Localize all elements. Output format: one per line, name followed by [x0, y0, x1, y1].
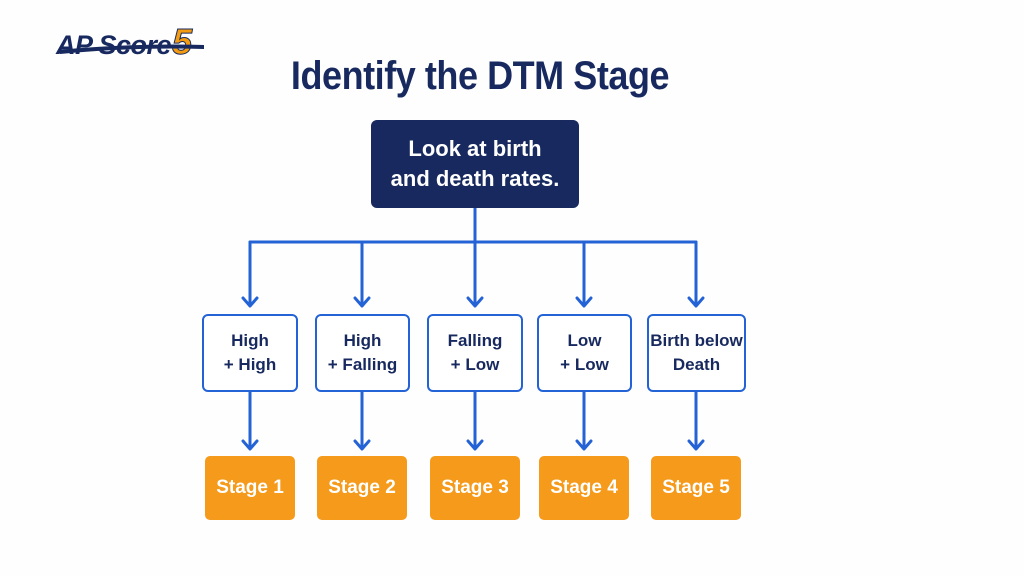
root-question-box: Look at birth and death rates. — [371, 120, 579, 208]
stage-box-3: Stage 3 — [430, 456, 520, 520]
arrow-head-cond-3 — [466, 296, 484, 308]
logo-swoosh-icon — [58, 44, 204, 54]
stage-box-1: Stage 1 — [205, 456, 295, 520]
arrow-head-stage-4 — [575, 439, 593, 451]
condition-box-1: High + High — [202, 314, 298, 392]
logo-ap-text: AP — [56, 30, 92, 60]
page-title: Identify the DTM Stage — [290, 54, 670, 98]
condition-5-line1: Birth below — [650, 331, 743, 350]
logo-five-text: 5 — [172, 21, 193, 62]
arrow-head-stage-2 — [353, 439, 371, 451]
stage-box-2: Stage 2 — [317, 456, 407, 520]
condition-3-line2: + Low — [450, 355, 500, 374]
root-question-line1: Look at birth — [408, 136, 542, 161]
condition-box-2: High + Falling — [315, 314, 410, 392]
condition-3-line1: Falling — [447, 331, 503, 350]
condition-5-line2: Death — [672, 355, 721, 374]
condition-4-line2: + Low — [560, 355, 609, 374]
condition-1-line2: + High — [223, 355, 277, 374]
root-question-line2: and death rates. — [390, 166, 560, 191]
condition-box-5: Birth below Death — [647, 314, 746, 392]
stage-box-5: Stage 5 — [651, 456, 741, 520]
arrow-head-stage-3 — [466, 439, 484, 451]
arrow-head-cond-2 — [353, 296, 371, 308]
stage-box-4: Stage 4 — [539, 456, 629, 520]
arrow-head-cond-4 — [575, 296, 593, 308]
arrow-head-stage-1 — [241, 439, 259, 451]
arrow-head-cond-5 — [687, 296, 705, 308]
arrow-head-stage-5 — [687, 439, 705, 451]
condition-box-3: Falling + Low — [427, 314, 523, 392]
condition-box-4: Low + Low — [537, 314, 632, 392]
condition-2-line2: + Falling — [327, 355, 398, 374]
condition-2-line1: High — [343, 331, 382, 350]
condition-4-line1: Low — [567, 331, 602, 350]
condition-1-line1: High — [231, 331, 269, 350]
arrow-head-cond-1 — [241, 296, 259, 308]
